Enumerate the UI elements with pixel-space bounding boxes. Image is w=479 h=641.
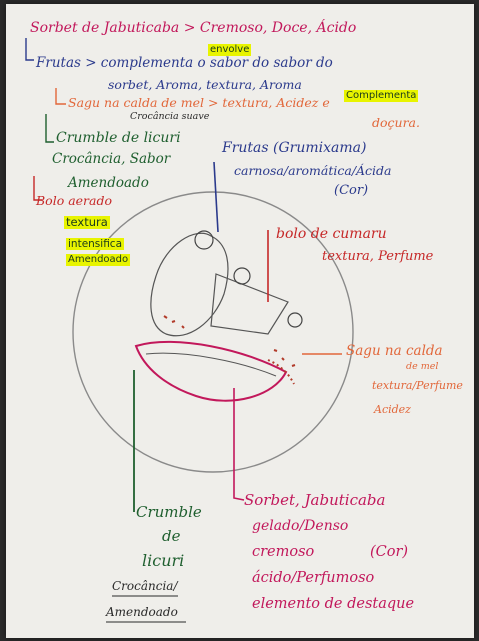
leader-frutas-top xyxy=(26,38,34,60)
crumble-top-desc-1: Crocância, Sabor xyxy=(52,152,170,168)
intensifica-highlight: intensifica xyxy=(66,238,124,250)
sagu-label-mel: de mel xyxy=(406,362,438,373)
bolo-cumaru-heading: bolo de cumaru xyxy=(276,226,387,242)
leader-sorbet xyxy=(234,388,244,500)
crumble-bottom-licuri: licuri xyxy=(142,552,184,570)
crumble-bottom-title: Crumble xyxy=(136,504,202,521)
grumixama-fruit-3 xyxy=(288,313,302,327)
sorbet-shading xyxy=(146,353,276,376)
amendoado-highlight: Amendoado xyxy=(66,254,130,266)
sagu-label-textura: textura/Perfume xyxy=(372,380,463,393)
frutas-complement-line: Frutas > complementa o sabor do sabor do xyxy=(36,56,333,72)
envolve-highlight: envolve xyxy=(208,44,251,56)
crumble-top-desc-2: Amendoado xyxy=(68,176,149,192)
cake-slice-sketch xyxy=(151,233,228,336)
frutas-grumixama-heading: Frutas (Grumixama) xyxy=(222,140,366,156)
crumble-dots xyxy=(164,316,295,366)
crumble-bottom-de: de xyxy=(162,528,180,545)
frutas-cor-line: (Cor) xyxy=(334,184,368,199)
leader-sagu-top xyxy=(56,88,66,104)
sorbet-bottom-acido: ácido/Perfumoso xyxy=(252,570,374,587)
sorbet-bottom-cor: (Cor) xyxy=(370,544,408,561)
bolo-cumaru-desc: textura, Perfume xyxy=(322,250,433,265)
frutas-desc-line: carnosa/aromática/Ácida xyxy=(234,164,392,178)
textura-highlight: textura xyxy=(64,216,110,229)
grumixama-fruit-2 xyxy=(234,268,250,284)
sagu-label-acidez: Acidez xyxy=(374,404,411,417)
sorbet-bottom-cremoso: cremoso xyxy=(252,544,314,561)
leader-crumble-top xyxy=(46,114,54,142)
sorbet-bottom-destaque: elemento de destaque xyxy=(252,596,414,613)
sorbet-bottom-title: Sorbet, Jabuticaba xyxy=(244,492,385,509)
leader-frutas xyxy=(214,162,218,232)
sagu-label: Sagu na calda xyxy=(346,344,443,360)
crocancia-suave-note: Crocância suave xyxy=(130,112,209,123)
docura-line: doçura. xyxy=(372,116,420,130)
sorbet-bottom-gelado: gelado/Denso xyxy=(252,518,348,534)
complementa-highlight: Complementa xyxy=(344,90,418,102)
sorbet-aroma-line: sorbet, Aroma, textura, Aroma xyxy=(108,78,302,92)
cake-slice-sketch-2 xyxy=(211,274,288,334)
paper-sheet: Sorbet de Jabuticaba > Cremoso, Doce, Ác… xyxy=(6,4,474,638)
crumble-bottom-amendoado: Amendoado xyxy=(106,606,178,620)
sorbet-title-line: Sorbet de Jabuticaba > Cremoso, Doce, Ác… xyxy=(30,20,356,36)
sagu-top-line: Sagu na calda de mel > textura, Acidez e xyxy=(68,96,330,110)
crumble-top-heading: Crumble de licuri xyxy=(56,130,181,146)
bolo-aerado-heading: Bolo aerado xyxy=(36,194,112,208)
crumble-bottom-crocancia: Crocância/ xyxy=(112,580,178,594)
